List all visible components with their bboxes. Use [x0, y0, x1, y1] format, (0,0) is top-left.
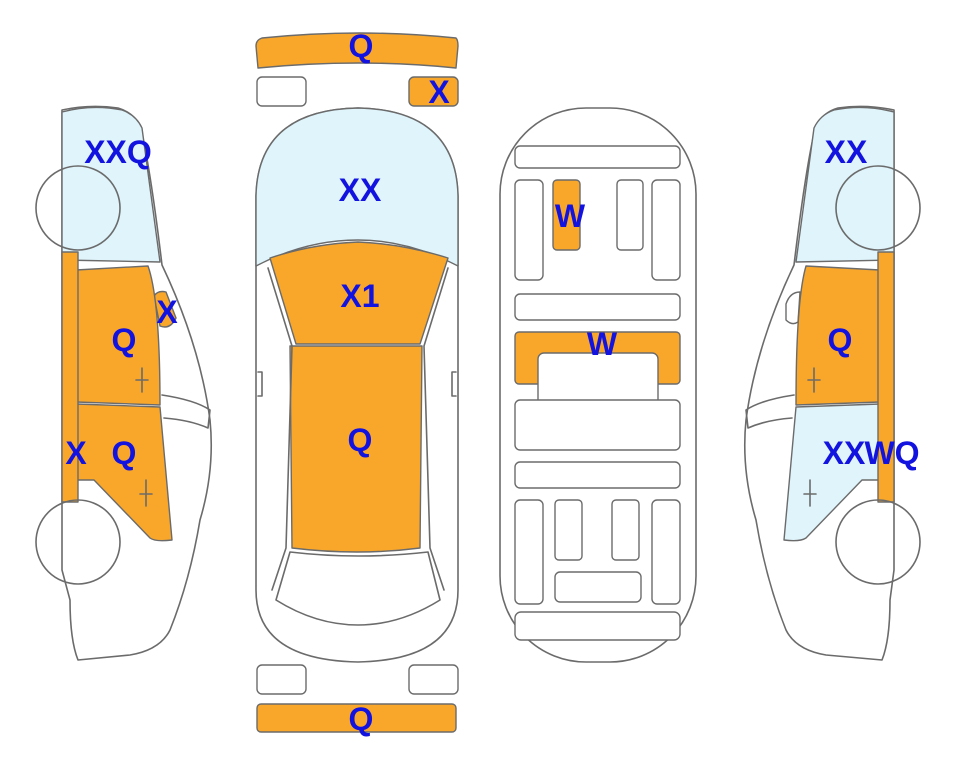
front-right-lamp-code: X: [428, 74, 450, 110]
underbody-center-rail: [616, 179, 644, 251]
top-hood-panel[interactable]: [269, 241, 449, 345]
top-view: [255, 107, 459, 663]
rear-right-lamp[interactable]: [408, 664, 459, 695]
left-rocker-panel[interactable]: [61, 251, 79, 503]
right-rocker-panel[interactable]: [877, 251, 895, 503]
left-front-wheel: [35, 165, 121, 251]
front-bumper-code: Q: [349, 28, 374, 64]
top-roof-code: Q: [348, 422, 373, 458]
left-rocker-code: X: [65, 435, 87, 471]
underbody-front-left-rail: [514, 179, 544, 281]
right-rocker-code: WQ: [864, 435, 919, 471]
underbody-rear-left-inner: [554, 499, 583, 561]
top-right-pillar: [423, 267, 449, 591]
right-windshield-glass[interactable]: [795, 106, 895, 263]
left-front-door[interactable]: [75, 265, 161, 406]
left-windshield-glass[interactable]: [61, 106, 161, 263]
left-side-view: [35, 105, 213, 661]
right-front-door[interactable]: [795, 265, 881, 406]
front-right-lamp[interactable]: [408, 76, 459, 107]
right-mirror: [785, 291, 801, 325]
damage-labels: Q X XXQ X Q X Q XX X1 Q Q W W XX Q XX WQ: [65, 28, 919, 737]
left-rear-door-code: Q: [112, 435, 137, 471]
underbody-rear-bar: [514, 461, 681, 489]
underbody-outline: [499, 107, 697, 663]
left-mirror[interactable]: [153, 290, 177, 328]
left-front-handle: [135, 367, 149, 393]
front-left-lamp[interactable]: [256, 76, 307, 107]
right-front-handle: [807, 367, 821, 393]
top-right-mirror: [451, 371, 457, 397]
underbody-bar-code: W: [587, 326, 618, 362]
left-rear-window-line: [161, 394, 211, 429]
underbody-lower-panel: [514, 399, 681, 451]
top-rear-window: [275, 551, 441, 626]
left-rear-door[interactable]: [75, 403, 173, 542]
top-roof-panel[interactable]: [289, 345, 423, 553]
underbody-front-right-rail: [651, 179, 681, 281]
top-hood-code: X1: [340, 278, 379, 314]
right-side-view: [743, 105, 921, 661]
left-front-door-code: Q: [112, 322, 137, 358]
underbody-crossmember-code: W: [555, 198, 586, 234]
right-rear-handle: [803, 479, 817, 507]
top-left-mirror: [257, 371, 263, 397]
underbody-front-bar: [514, 145, 681, 169]
left-windshield-code: XXQ: [84, 134, 152, 170]
right-rear-wheel: [835, 499, 921, 585]
right-front-wheel: [835, 165, 921, 251]
right-rear-door-code: XX: [823, 435, 866, 471]
rear-bumper-panel[interactable]: [256, 703, 457, 733]
rear-left-lamp[interactable]: [256, 664, 307, 695]
top-windshield-glass[interactable]: [255, 107, 459, 267]
right-rear-window-line: [745, 394, 795, 429]
left-mirror-code: X: [156, 294, 178, 330]
front-bumper-panel[interactable]: [255, 32, 459, 69]
underbody-crossmember[interactable]: [552, 179, 581, 251]
right-windshield-code: XX: [825, 134, 868, 170]
underbody-rear-tray: [554, 571, 642, 603]
underbody-mid-bar: [514, 293, 681, 321]
underbody-view: [499, 107, 697, 663]
left-rear-wheel: [35, 499, 121, 585]
top-left-pillar: [267, 267, 293, 591]
underbody-rear-left-rail: [514, 499, 544, 605]
right-front-door-code: Q: [828, 322, 853, 358]
right-rear-door[interactable]: [783, 403, 881, 542]
left-rear-handle: [139, 479, 153, 507]
top-windshield-code: XX: [339, 172, 382, 208]
underbody-rear-end: [514, 611, 681, 641]
underbody-rear-right-inner: [611, 499, 640, 561]
underbody-rear-right-rail: [651, 499, 681, 605]
rear-bumper-code: Q: [349, 701, 374, 737]
